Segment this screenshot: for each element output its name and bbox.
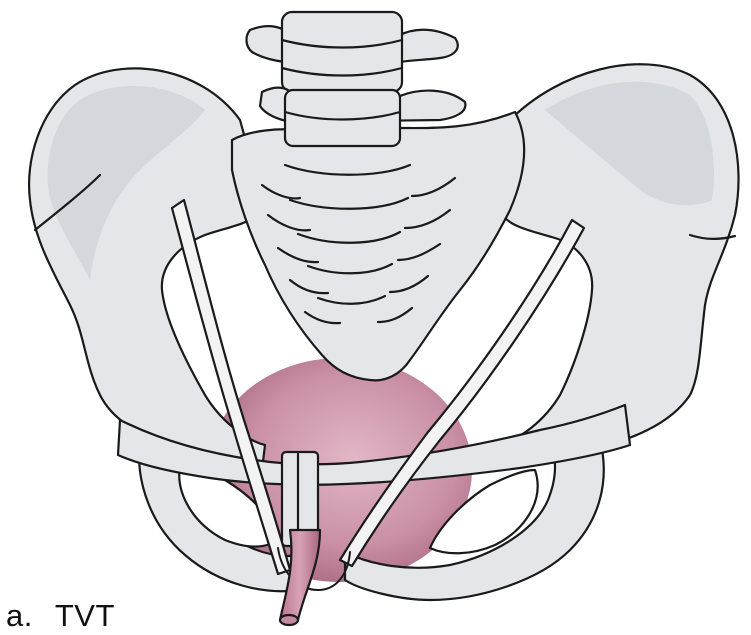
figure-caption: a. TVT <box>6 600 115 631</box>
urethral-meatus <box>280 615 298 625</box>
figure-label: a. <box>6 598 33 633</box>
sacrum <box>232 112 524 380</box>
figure-caption-text: TVT <box>55 598 115 633</box>
lumbar-vertebra-upper <box>246 12 457 92</box>
